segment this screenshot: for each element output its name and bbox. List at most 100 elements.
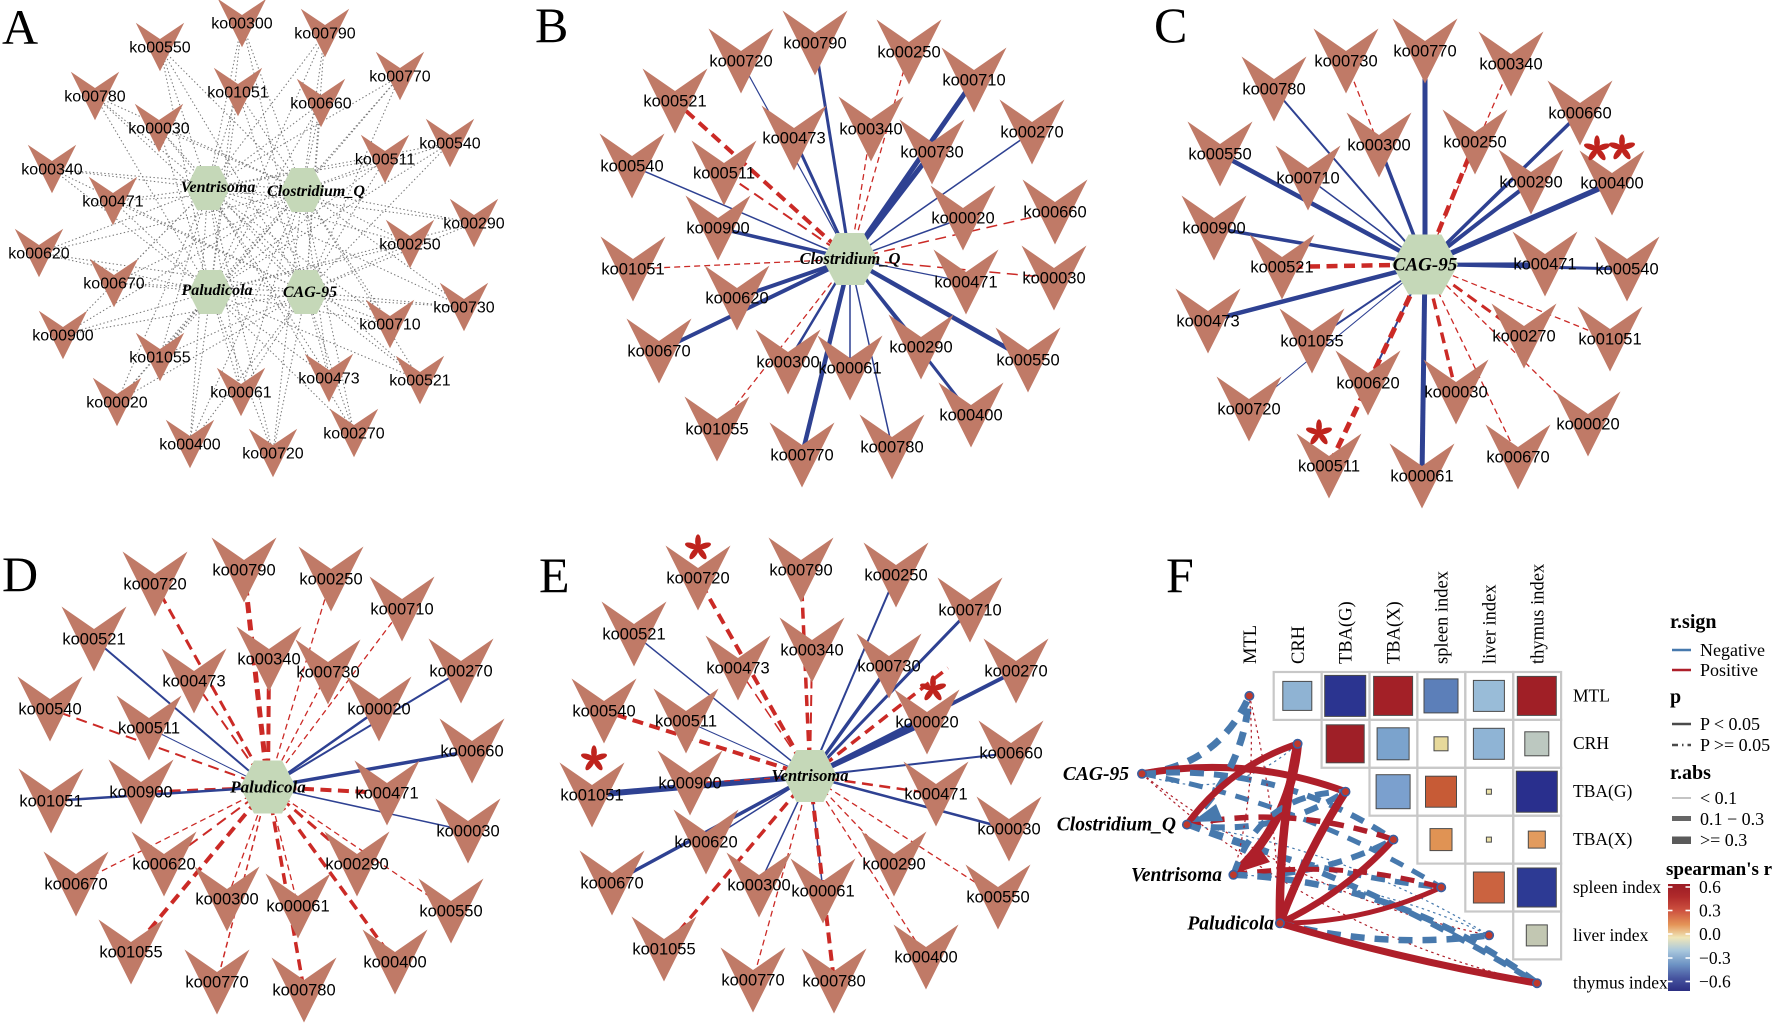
svg-text:ko00270: ko00270 xyxy=(1000,124,1063,142)
svg-text:ko00521: ko00521 xyxy=(602,626,665,644)
svg-text:ko00290: ko00290 xyxy=(1499,174,1562,192)
svg-text:ko00660: ko00660 xyxy=(1023,204,1086,222)
svg-text:ko00780: ko00780 xyxy=(1242,81,1305,99)
svg-text:ko00770: ko00770 xyxy=(185,974,248,992)
svg-text:ko00670: ko00670 xyxy=(83,275,144,292)
svg-text:ko00030: ko00030 xyxy=(128,120,189,137)
svg-text:ko00550: ko00550 xyxy=(129,39,190,56)
svg-text:r.sign: r.sign xyxy=(1670,611,1717,633)
svg-text:ko00790: ko00790 xyxy=(294,25,355,42)
svg-text:ko00730: ko00730 xyxy=(900,144,963,162)
svg-text:ko00061: ko00061 xyxy=(266,898,329,916)
svg-text:ko00473: ko00473 xyxy=(298,370,359,387)
svg-text:ko00620: ko00620 xyxy=(8,245,69,262)
svg-text:ko00660: ko00660 xyxy=(290,95,351,112)
svg-text:ko00900: ko00900 xyxy=(32,327,93,344)
svg-text:ko00770: ko00770 xyxy=(1393,43,1456,61)
svg-text:ko00790: ko00790 xyxy=(769,562,832,580)
svg-text:ko00300: ko00300 xyxy=(195,891,258,909)
svg-text:ko00620: ko00620 xyxy=(674,834,737,852)
svg-text:ko00061: ko00061 xyxy=(791,883,854,901)
svg-text:ko00660: ko00660 xyxy=(1548,105,1611,123)
svg-text:ko00290: ko00290 xyxy=(443,215,504,232)
svg-text:ko00340: ko00340 xyxy=(21,161,82,178)
svg-text:ko00471: ko00471 xyxy=(1513,256,1576,274)
svg-text:ko00660: ko00660 xyxy=(979,745,1042,763)
svg-text:ko00511: ko00511 xyxy=(1298,458,1360,476)
svg-text:ko00710: ko00710 xyxy=(359,316,420,333)
svg-text:−0.3: −0.3 xyxy=(1699,948,1731,968)
svg-text:ko00710: ko00710 xyxy=(938,602,1001,620)
svg-text:D: D xyxy=(2,546,38,602)
svg-text:ko01055: ko01055 xyxy=(99,944,162,962)
svg-text:Paludicola: Paludicola xyxy=(229,777,306,796)
svg-text:liver index: liver index xyxy=(1480,584,1500,664)
svg-text:ko00270: ko00270 xyxy=(429,663,492,681)
svg-text:ko01051: ko01051 xyxy=(1578,331,1641,349)
svg-text:ko00400: ko00400 xyxy=(894,949,957,967)
svg-text:ko00030: ko00030 xyxy=(436,823,499,841)
svg-text:ko00030: ko00030 xyxy=(1022,270,1085,288)
svg-text:Clostridium_Q: Clostridium_Q xyxy=(800,249,901,268)
svg-text:ko00660: ko00660 xyxy=(440,743,503,761)
svg-text:MTL: MTL xyxy=(1241,625,1261,664)
svg-text:ko00340: ko00340 xyxy=(839,121,902,139)
svg-text:Paludicola: Paludicola xyxy=(180,282,252,299)
svg-text:CAG-95: CAG-95 xyxy=(283,284,337,301)
svg-text:ko00400: ko00400 xyxy=(1580,175,1643,193)
svg-text:ko00770: ko00770 xyxy=(721,972,784,990)
svg-text:thymus index: thymus index xyxy=(1528,563,1548,664)
svg-text:ko00670: ko00670 xyxy=(1486,449,1549,467)
svg-text:ko00720: ko00720 xyxy=(666,570,729,588)
svg-text:ko00473: ko00473 xyxy=(1176,313,1239,331)
svg-text:ko00540: ko00540 xyxy=(419,135,480,152)
svg-text:ko00473: ko00473 xyxy=(706,660,769,678)
svg-text:ko00540: ko00540 xyxy=(18,701,81,719)
svg-text:< 0.1: < 0.1 xyxy=(1700,788,1737,808)
svg-text:spearman's r: spearman's r xyxy=(1666,859,1772,880)
svg-text:ko00900: ko00900 xyxy=(109,784,172,802)
svg-text:ko00730: ko00730 xyxy=(857,658,920,676)
svg-text:ko00710: ko00710 xyxy=(1276,170,1339,188)
svg-text:ko01055: ko01055 xyxy=(685,421,748,439)
svg-text:ko00521: ko00521 xyxy=(62,631,125,649)
svg-text:ko00710: ko00710 xyxy=(942,72,1005,90)
svg-text:0.0: 0.0 xyxy=(1699,924,1721,944)
svg-text:ko00020: ko00020 xyxy=(86,394,147,411)
svg-text:Negative: Negative xyxy=(1700,640,1765,660)
svg-text:ko00900: ko00900 xyxy=(686,220,749,238)
svg-text:ko01051: ko01051 xyxy=(207,84,268,101)
svg-text:TBA(X): TBA(X) xyxy=(1573,829,1632,849)
svg-text:ko00340: ko00340 xyxy=(1479,56,1542,74)
svg-text:ko00730: ko00730 xyxy=(433,299,494,316)
svg-text:ko00300: ko00300 xyxy=(1347,137,1410,155)
svg-text:ko00770: ko00770 xyxy=(770,447,833,465)
svg-text:ko00710: ko00710 xyxy=(370,601,433,619)
svg-text:ko00790: ko00790 xyxy=(212,562,275,580)
svg-text:ko00250: ko00250 xyxy=(1443,134,1506,152)
svg-text:ko00511: ko00511 xyxy=(118,720,180,738)
svg-text:Clostridium_Q: Clostridium_Q xyxy=(267,183,365,200)
svg-text:ko00620: ko00620 xyxy=(132,856,195,874)
svg-text:ko00020: ko00020 xyxy=(1556,416,1619,434)
svg-text:ko00780: ko00780 xyxy=(802,973,865,991)
svg-text:C: C xyxy=(1154,0,1187,53)
svg-text:ko00471: ko00471 xyxy=(82,193,143,210)
svg-text:liver index: liver index xyxy=(1573,925,1649,945)
svg-text:ko00780: ko00780 xyxy=(272,982,335,1000)
svg-text:ko00730: ko00730 xyxy=(1314,53,1377,71)
svg-text:ko00550: ko00550 xyxy=(966,889,1029,907)
svg-text:ko00020: ko00020 xyxy=(895,714,958,732)
svg-text:B: B xyxy=(535,0,568,53)
svg-text:ko00780: ko00780 xyxy=(860,439,923,457)
svg-text:ko00340: ko00340 xyxy=(780,642,843,660)
svg-text:ko00020: ko00020 xyxy=(931,210,994,228)
svg-text:ko00620: ko00620 xyxy=(1336,375,1399,393)
svg-text:ko00250: ko00250 xyxy=(379,236,440,253)
svg-text:P >= 0.05: P >= 0.05 xyxy=(1700,735,1770,755)
svg-text:ko00900: ko00900 xyxy=(658,775,721,793)
svg-text:0.1 − 0.3: 0.1 − 0.3 xyxy=(1700,809,1764,829)
svg-text:ko00400: ko00400 xyxy=(159,436,220,453)
svg-text:ko00030: ko00030 xyxy=(977,821,1040,839)
svg-text:−0.6: −0.6 xyxy=(1699,972,1731,992)
